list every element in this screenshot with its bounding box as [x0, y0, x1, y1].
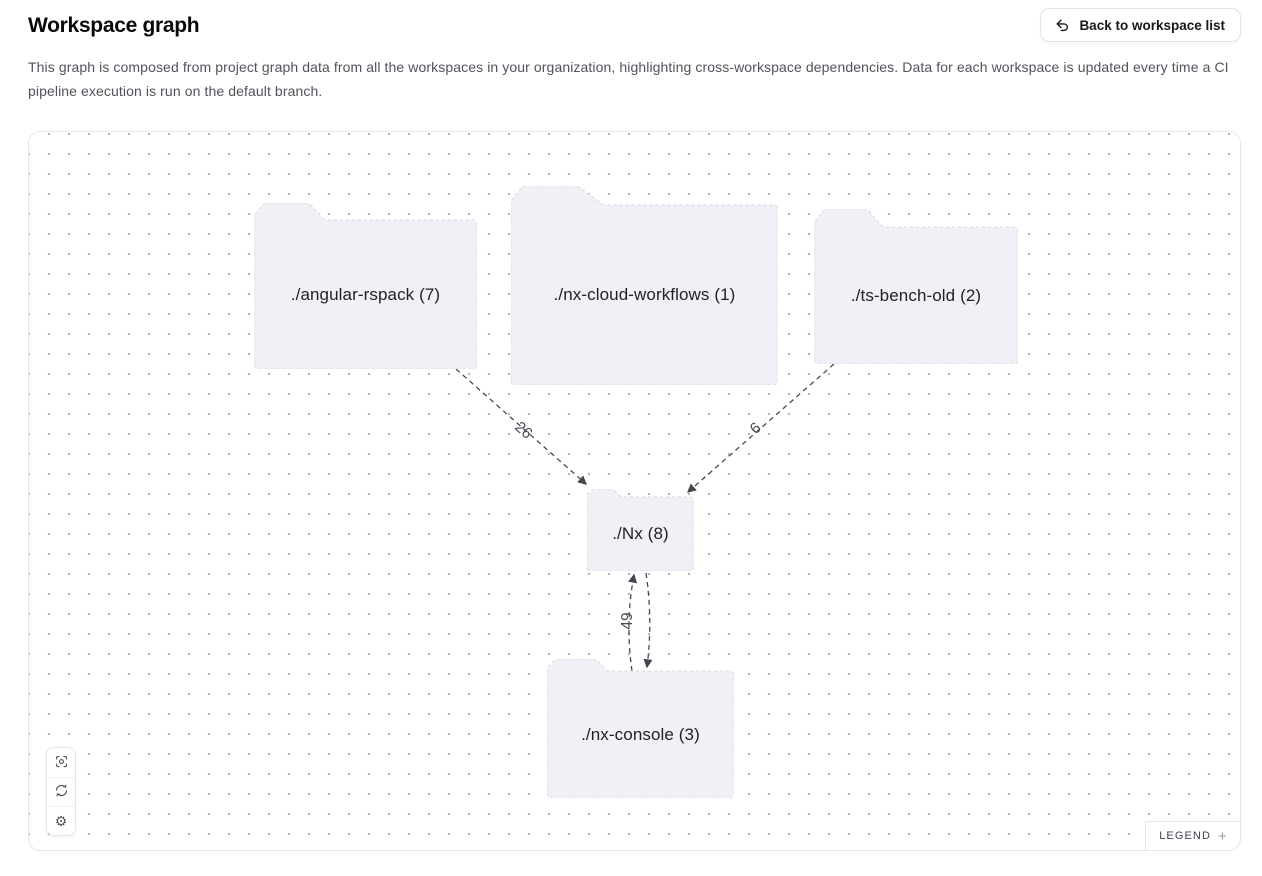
- edge-count-label: 49: [619, 612, 636, 630]
- node-label: ./nx-console (3): [581, 724, 700, 744]
- edge-nx-console-to-nx: [628, 573, 638, 672]
- legend-label: LEGEND: [1159, 830, 1212, 842]
- canvas-toolbar: ⚙: [46, 747, 76, 836]
- focus-icon: [54, 754, 69, 772]
- graph-node-nx[interactable]: ./Nx (8): [587, 489, 694, 571]
- workspace-graph-canvas[interactable]: ./angular-rspack (7) ./nx-cloud-workflow…: [28, 131, 1241, 851]
- graph-node-ts-bench-old[interactable]: ./ts-bench-old (2): [814, 209, 1018, 364]
- page-description: This graph is composed from project grap…: [28, 59, 1229, 99]
- back-button-label: Back to workspace list: [1079, 17, 1225, 33]
- gear-icon: ⚙: [54, 813, 68, 829]
- node-label: ./ts-bench-old (2): [850, 285, 982, 305]
- back-to-workspace-list-button[interactable]: Back to workspace list: [1040, 8, 1241, 42]
- plus-icon: +: [1218, 827, 1227, 845]
- undo-arrow-icon: [1054, 17, 1070, 33]
- refresh-layout-button[interactable]: [47, 777, 75, 806]
- refresh-icon: [54, 783, 69, 801]
- node-label: ./angular-rspack (7): [290, 284, 441, 304]
- page-title: Workspace graph: [28, 14, 200, 37]
- graph-node-nx-cloud-workflows[interactable]: ./nx-cloud-workflows (1): [511, 186, 778, 385]
- fit-to-view-button[interactable]: [47, 748, 75, 777]
- legend-toggle-button[interactable]: LEGEND +: [1145, 821, 1240, 850]
- edge-angular-rspack-to-nx: [455, 368, 588, 485]
- edge-count-label: 6: [746, 419, 765, 438]
- graph-settings-button[interactable]: ⚙: [47, 806, 75, 835]
- graph-node-angular-rspack[interactable]: ./angular-rspack (7): [254, 203, 477, 369]
- graph-node-nx-console[interactable]: ./nx-console (3): [547, 659, 734, 798]
- node-label: ./Nx (8): [612, 524, 669, 543]
- page-header: Workspace graph Back to workspace list: [0, 0, 1262, 42]
- edge-count-label: 26: [511, 418, 536, 443]
- node-label: ./nx-cloud-workflows (1): [553, 285, 736, 304]
- edge-nx-to-nx-console: [643, 572, 653, 669]
